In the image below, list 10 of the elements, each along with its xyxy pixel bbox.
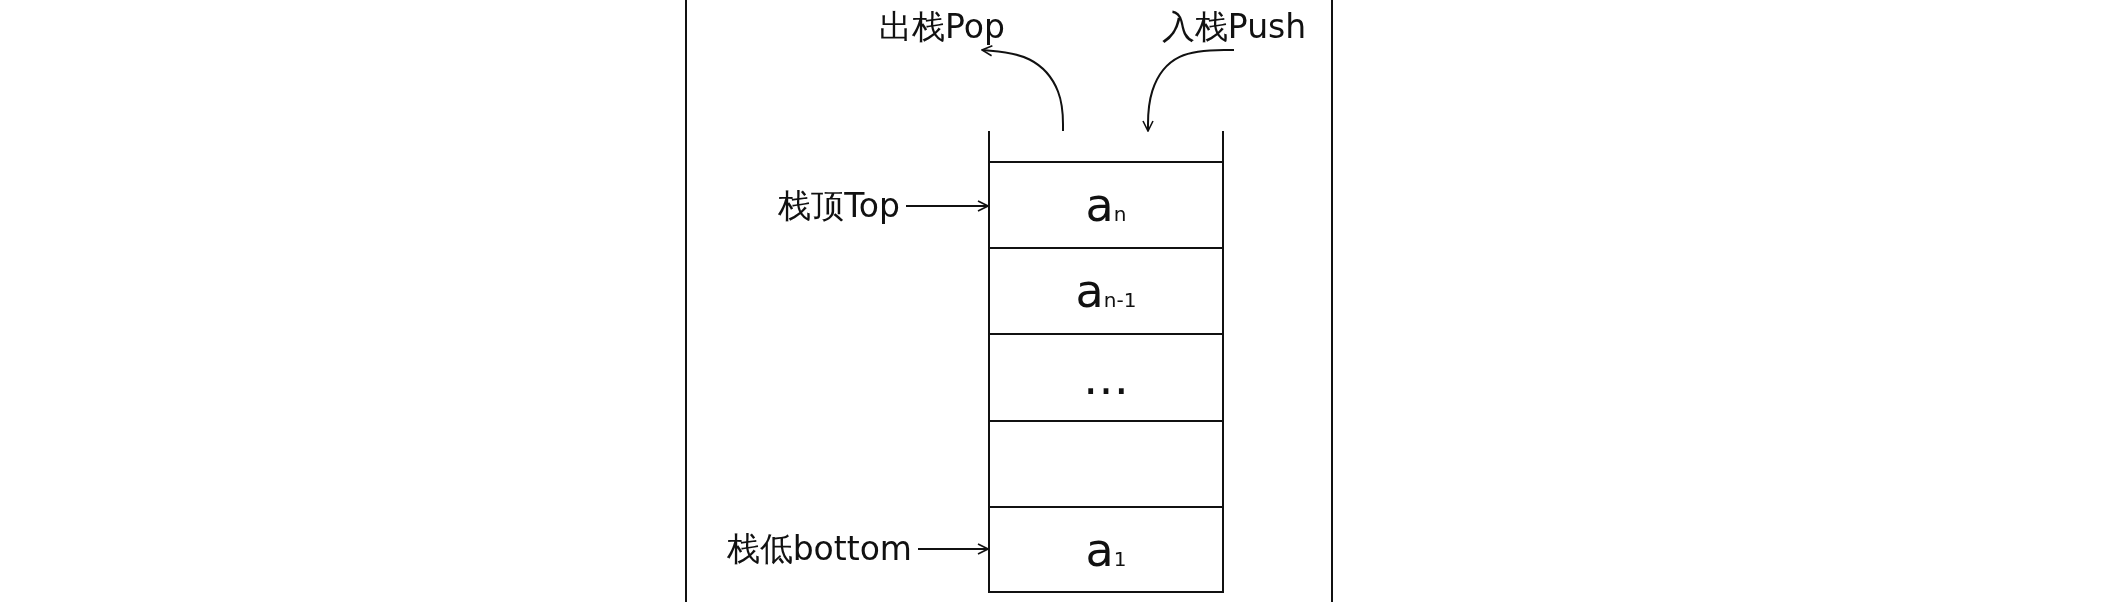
stack-container <box>988 131 1224 593</box>
arrow <box>905 200 989 212</box>
stack-label: 栈低bottom <box>726 530 912 568</box>
stack-label: 栈顶Top <box>778 187 900 225</box>
stack-label: 出栈Pop <box>879 8 1005 46</box>
arrow <box>981 45 1064 132</box>
stack-label: 入栈Push <box>1161 8 1307 46</box>
arrow <box>1142 49 1235 132</box>
arrow <box>917 543 989 555</box>
element-label: … <box>1083 354 1129 401</box>
